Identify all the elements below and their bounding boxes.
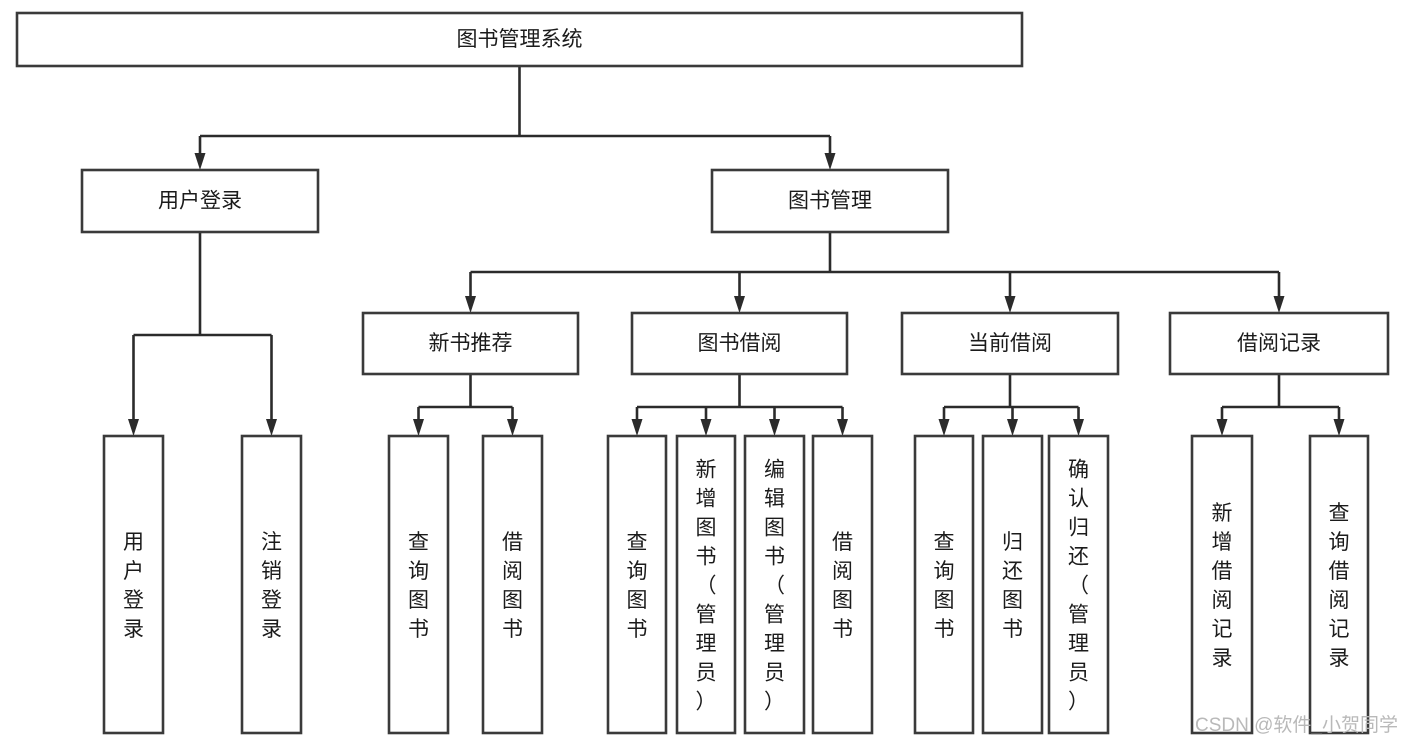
node-box-leaf-query-borrow-record [1308, 434, 1370, 735]
node-box-new-book-recommend [361, 311, 580, 376]
node-box-leaf-confirm-return [1047, 434, 1110, 735]
arrow-head-icon [938, 419, 950, 436]
arrow-head-icon [837, 419, 848, 436]
node-leaf-logout[interactable]: 注销登录 [240, 434, 303, 735]
node-label-book-management: 图书管理 [788, 190, 872, 213]
connector-lines [128, 66, 1345, 436]
node-label-leaf-query-book-recommend: 查询图书 [408, 531, 429, 641]
node-leaf-user-login[interactable]: 用户登录 [102, 434, 165, 735]
node-box-leaf-query-book-current [913, 434, 975, 735]
node-label-leaf-query-book-current: 查询图书 [934, 531, 955, 641]
node-label-leaf-query-borrow-record: 查询借阅记录 [1329, 502, 1350, 670]
node-label-leaf-query-book-borrow: 查询图书 [627, 531, 648, 641]
node-book-management[interactable]: 图书管理 [710, 168, 950, 234]
node-box-book-management [710, 168, 950, 234]
node-boxes: 图书管理系统用户登录图书管理新书推荐图书借阅当前借阅借阅记录用户登录注销登录查询… [15, 11, 1390, 735]
node-book-borrow[interactable]: 图书借阅 [630, 311, 849, 376]
node-leaf-query-book-recommend[interactable]: 查询图书 [387, 434, 450, 735]
arrow-head-icon [266, 419, 277, 436]
node-current-borrow[interactable]: 当前借阅 [900, 311, 1120, 376]
node-box-borrow-record [1168, 311, 1390, 376]
node-label-new-book-recommend: 新书推荐 [429, 332, 513, 355]
node-leaf-borrow-book-recommend[interactable]: 借阅图书 [481, 434, 544, 735]
node-label-root: 图书管理系统 [457, 28, 583, 51]
node-label-user-login: 用户登录 [158, 190, 242, 213]
node-leaf-borrow-book[interactable]: 借阅图书 [811, 434, 874, 735]
node-leaf-edit-book[interactable]: 编辑图书（管理员） [743, 434, 806, 735]
node-user-login[interactable]: 用户登录 [80, 168, 320, 234]
node-box-leaf-add-borrow-record [1190, 434, 1254, 735]
node-label-leaf-add-borrow-record: 新增借阅记录 [1212, 502, 1233, 670]
arrow-head-icon [194, 153, 206, 170]
node-box-leaf-borrow-book-recommend [481, 434, 544, 735]
node-label-leaf-return-book: 归还图书 [1002, 531, 1023, 641]
arrow-head-icon [824, 153, 836, 170]
node-new-book-recommend[interactable]: 新书推荐 [361, 311, 580, 376]
node-label-leaf-user-login: 用户登录 [123, 531, 144, 641]
node-label-leaf-borrow-book: 借阅图书 [832, 531, 853, 641]
node-leaf-return-book[interactable]: 归还图书 [981, 434, 1044, 735]
arrow-head-icon [1273, 296, 1285, 313]
arrow-head-icon [700, 419, 712, 436]
node-label-leaf-logout: 注销登录 [261, 531, 282, 641]
node-label-leaf-confirm-return: 确认归还（管理员） [1068, 459, 1089, 714]
arrow-head-icon [1216, 419, 1228, 436]
node-box-leaf-user-login [102, 434, 165, 735]
node-borrow-record[interactable]: 借阅记录 [1168, 311, 1390, 376]
arrow-head-icon [1004, 296, 1016, 313]
node-leaf-query-book-borrow[interactable]: 查询图书 [606, 434, 668, 735]
node-label-borrow-record: 借阅记录 [1237, 332, 1321, 355]
node-leaf-query-borrow-record[interactable]: 查询借阅记录 [1308, 434, 1370, 735]
node-leaf-add-book[interactable]: 新增图书（管理员） [675, 434, 737, 735]
arrow-head-icon [128, 419, 139, 436]
node-box-user-login [80, 168, 320, 234]
node-box-root [15, 11, 1024, 68]
node-label-book-borrow: 图书借阅 [698, 332, 782, 355]
arrow-head-icon [1333, 419, 1345, 436]
arrow-head-icon [465, 296, 476, 313]
node-label-leaf-edit-book: 编辑图书（管理员） [764, 459, 785, 714]
arrow-head-icon [769, 419, 780, 436]
node-leaf-add-borrow-record[interactable]: 新增借阅记录 [1190, 434, 1254, 735]
node-leaf-confirm-return[interactable]: 确认归还（管理员） [1047, 434, 1110, 735]
node-box-leaf-borrow-book [811, 434, 874, 735]
node-box-leaf-edit-book [743, 434, 806, 735]
csdn-watermark: CSDN @软件_小贺同学 [1195, 714, 1398, 736]
node-box-book-borrow [630, 311, 849, 376]
node-leaf-query-book-current[interactable]: 查询图书 [913, 434, 975, 735]
node-label-leaf-add-book: 新增图书（管理员） [696, 459, 717, 714]
arrow-head-icon [631, 419, 643, 436]
node-box-current-borrow [900, 311, 1120, 376]
node-label-current-borrow: 当前借阅 [968, 332, 1052, 355]
arrow-head-icon [413, 419, 424, 436]
arrow-head-icon [1007, 419, 1018, 436]
node-box-leaf-add-book [675, 434, 737, 735]
node-root[interactable]: 图书管理系统 [15, 11, 1024, 68]
node-box-leaf-return-book [981, 434, 1044, 735]
arrow-head-icon [507, 419, 518, 436]
node-box-leaf-query-book-borrow [606, 434, 668, 735]
node-box-leaf-query-book-recommend [387, 434, 450, 735]
node-box-leaf-logout [240, 434, 303, 735]
arrow-head-icon [734, 296, 745, 313]
node-label-leaf-borrow-book-recommend: 借阅图书 [502, 531, 523, 641]
arrow-head-icon [1073, 419, 1084, 436]
